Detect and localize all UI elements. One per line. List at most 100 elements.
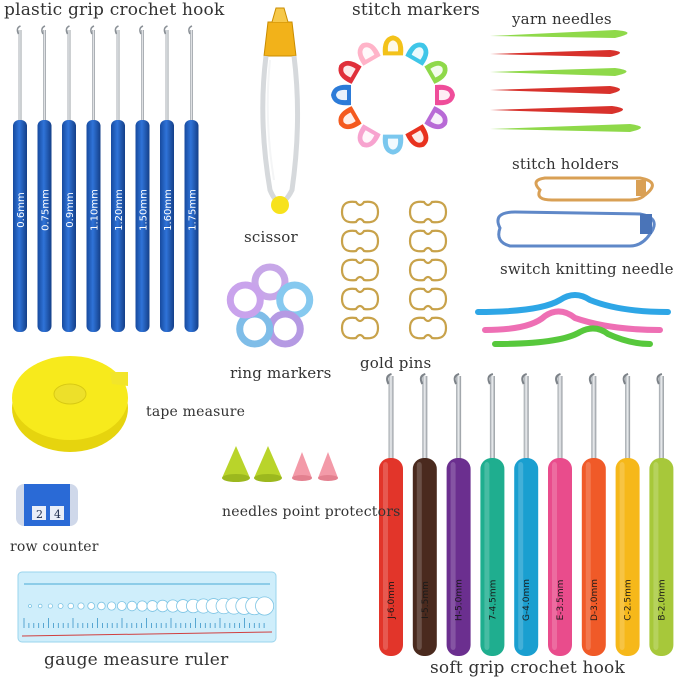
plastic-hook: 1.75mm: [184, 25, 199, 332]
soft-hook-size: G-4.0mm: [522, 579, 532, 621]
label-soft-hook: soft grip crochet hook: [430, 658, 625, 678]
stitch-marker: [424, 106, 448, 130]
plastic-hook-size: 1.20mm: [114, 189, 125, 231]
gold-pin: [408, 287, 448, 311]
soft-hook-size: I-5.5mm: [421, 581, 431, 619]
gold-pin: [408, 316, 448, 340]
stitch-marker: [338, 60, 362, 84]
gauge-hole: [107, 601, 117, 611]
stitch-marker: [338, 106, 362, 130]
plastic-hook: 0.6mm: [13, 25, 27, 332]
gauge-hole: [136, 600, 148, 612]
gold-pin: [340, 316, 380, 340]
gauge-hole: [77, 602, 85, 610]
label-scissor: scissor: [244, 228, 298, 246]
label-tape-measure: tape measure: [146, 404, 246, 420]
gold-pins-icon: [340, 200, 448, 340]
plastic-hook-size: 0.9mm: [65, 192, 76, 227]
label-ring-markers: ring markers: [230, 364, 332, 382]
soft-hook-set: J-6.0mm I-5.5mm H-5.0mm 7-4.5mm G-4.0mm E-3.5…: [379, 373, 674, 656]
ring-marker: [266, 310, 304, 348]
stitch-markers-icon: [331, 35, 455, 155]
gold-pin: [340, 229, 380, 253]
label-gauge-ruler: gauge measure ruler: [44, 650, 229, 670]
gold-pin: [408, 229, 448, 253]
label-plastic-hook: plastic grip crochet hook: [4, 0, 225, 20]
stitch-holders-icon: [496, 176, 656, 248]
plastic-hook: 1.20mm: [111, 25, 125, 332]
soft-hook-size: C-2.5mm: [624, 579, 634, 620]
gauge-hole: [146, 600, 159, 612]
soft-hook: H-5.0mm: [446, 373, 471, 656]
gauge-hole: [37, 603, 43, 609]
soft-hook-size: E-3.5mm: [556, 580, 566, 621]
plastic-hook-size: 0.6mm: [16, 192, 27, 227]
stitch-marker: [357, 124, 381, 148]
soft-hook: J-6.0mm: [379, 373, 403, 656]
soft-hook-size: D-3.0mm: [590, 579, 600, 621]
ring-markers-icon: [226, 263, 314, 348]
label-switch-needle: switch knitting needle: [500, 260, 674, 278]
soft-hook-size: H-5.0mm: [455, 579, 465, 621]
stitch-marker: [382, 35, 404, 56]
soft-hook: G-4.0mm: [514, 373, 539, 656]
plastic-hook: 0.75mm: [37, 25, 52, 332]
gauge-hole: [57, 603, 64, 609]
gold-pin: [340, 258, 380, 282]
ring-marker: [236, 310, 274, 348]
yarn-needles-icon: [490, 30, 641, 132]
stitch-marker: [424, 60, 448, 84]
plastic-hook-set: 0.6mm 0.75mm 0.9mm 1.10mm 1.20mm 1.50mm 1.60mm…: [13, 25, 199, 332]
soft-hook: 7-4.5mm: [480, 373, 505, 656]
stitch-marker: [331, 84, 351, 106]
soft-hook: C-2.5mm: [615, 373, 640, 656]
soft-hook: E-3.5mm: [548, 373, 572, 656]
plastic-hook-size: 0.75mm: [41, 189, 52, 231]
gauge-hole: [87, 602, 96, 610]
row-counter-icon: 2 4: [16, 484, 78, 526]
soft-hook-size: 7-4.5mm: [488, 580, 498, 621]
gauge-hole: [126, 600, 138, 612]
label-needle-protectors: needles point protectors: [222, 504, 401, 520]
gold-pin: [340, 200, 380, 224]
plastic-hook: 1.60mm: [160, 25, 174, 332]
soft-hook-size: B-2.0mm: [657, 579, 667, 620]
plastic-hook-size: 1.50mm: [139, 189, 150, 231]
gold-pin: [340, 287, 380, 311]
gold-pin: [408, 258, 448, 282]
ring-marker: [226, 281, 264, 319]
label-yarn-needles: yarn needles: [512, 10, 612, 28]
plastic-hook: 1.50mm: [135, 25, 150, 332]
scissor-icon: [260, 7, 301, 214]
ring-marker: [251, 263, 289, 301]
gauge-hole: [116, 601, 127, 611]
gauge-hole: [255, 596, 275, 616]
label-stitch-holders: stitch holders: [512, 155, 620, 173]
stitch-marker: [382, 134, 404, 155]
row-counter-digit-1: 2: [36, 508, 43, 521]
tape-measure-icon: [12, 356, 128, 452]
gauge-hole: [47, 603, 53, 609]
soft-hook: B-2.0mm: [649, 373, 674, 656]
needle-protectors-icon: [222, 446, 338, 482]
plastic-hook-size: 1.10mm: [90, 189, 101, 231]
stitch-marker: [357, 42, 381, 66]
switch-needles-icon: [475, 292, 671, 347]
label-row-counter: row counter: [10, 539, 99, 555]
plastic-hook: 1.10mm: [86, 25, 101, 332]
plastic-hook: 0.9mm: [62, 25, 76, 332]
label-gold-pins: gold pins: [360, 354, 432, 372]
plastic-hook-size: 1.75mm: [188, 189, 199, 231]
gauge-hole: [28, 604, 32, 608]
row-counter-digit-2: 4: [54, 508, 61, 521]
gauge-ruler-icon: [17, 571, 277, 643]
soft-hook-size: J-6.0mm: [387, 581, 397, 619]
ring-marker: [276, 281, 314, 319]
gold-pin: [408, 200, 448, 224]
label-stitch-markers: stitch markers: [352, 0, 481, 20]
gauge-hole: [67, 602, 75, 610]
soft-hook: I-5.5mm: [412, 373, 437, 656]
stitch-marker: [435, 84, 455, 106]
